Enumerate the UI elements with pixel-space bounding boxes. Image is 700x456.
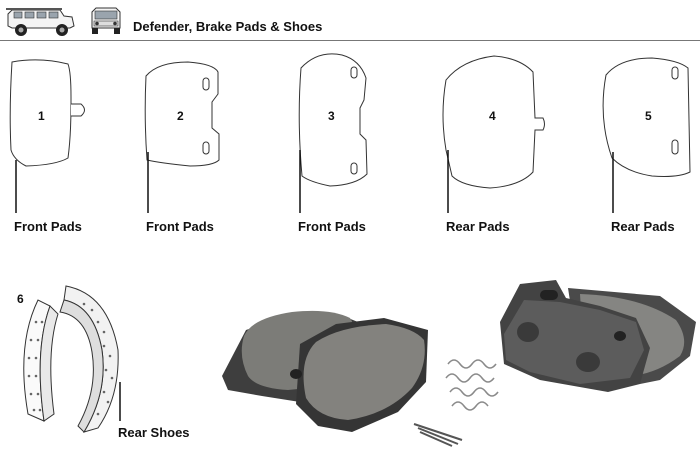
part-number-1: 1 bbox=[38, 109, 45, 123]
part-label-front-pads-2: Front Pads bbox=[146, 219, 214, 234]
brake-pad-5-outline bbox=[602, 57, 691, 177]
part-number-3: 3 bbox=[328, 109, 335, 123]
page-header: Defender, Brake Pads & Shoes bbox=[0, 0, 700, 40]
land-rover-defender-side-icon bbox=[6, 8, 75, 36]
part-label-front-pads-3: Front Pads bbox=[298, 219, 366, 234]
brake-pad-pair-photo-left bbox=[222, 310, 428, 432]
part-number-2: 2 bbox=[177, 109, 184, 123]
brake-pad-2-outline bbox=[144, 61, 220, 167]
part-label-rear-pads-5: Rear Pads bbox=[611, 219, 675, 234]
brake-pad-1-outline bbox=[9, 59, 85, 167]
page-title: Defender, Brake Pads & Shoes bbox=[133, 19, 323, 34]
header-divider bbox=[0, 40, 700, 41]
part-number-6: 6 bbox=[17, 292, 24, 306]
brake-shoe-left bbox=[23, 299, 59, 422]
part-label-rear-pads-4: Rear Pads bbox=[446, 219, 510, 234]
part-number-4: 4 bbox=[489, 109, 496, 123]
part-label-rear-shoes-6: Rear Shoes bbox=[118, 425, 190, 440]
part-number-5: 5 bbox=[645, 109, 652, 123]
part-label-front-pads-1: Front Pads bbox=[14, 219, 82, 234]
land-rover-defender-front-icon bbox=[91, 7, 121, 34]
brake-pad-pair-photo-right bbox=[500, 280, 696, 392]
brake-shoe-right bbox=[59, 285, 119, 433]
brake-pad-4-outline bbox=[442, 55, 545, 189]
spring-clips-and-pins bbox=[413, 359, 499, 447]
